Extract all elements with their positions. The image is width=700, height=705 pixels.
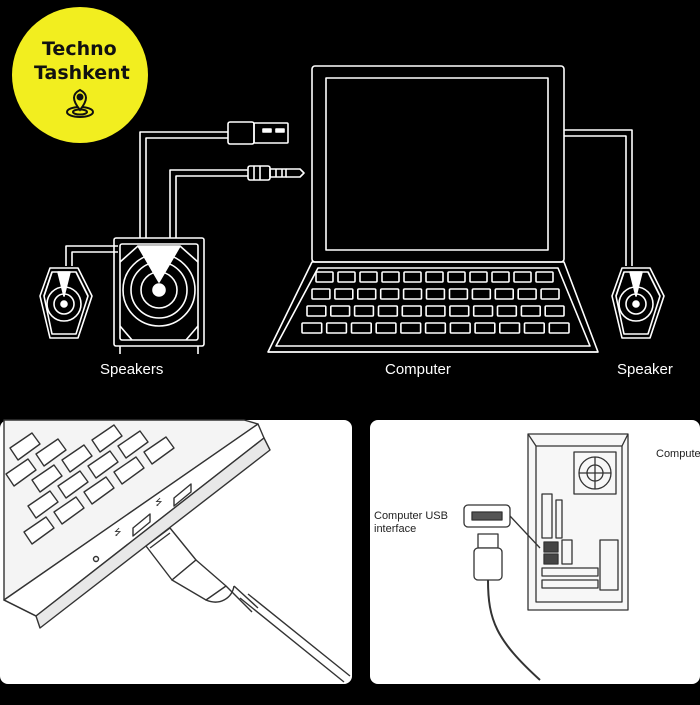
keyboard-key bbox=[424, 322, 447, 334]
subwoofer-speaker-icon bbox=[113, 237, 205, 354]
keyboard-key bbox=[400, 322, 422, 334]
speaker-label: Speaker bbox=[617, 361, 673, 378]
keyboard-key bbox=[425, 305, 446, 317]
keyboard-key bbox=[5, 458, 37, 487]
keyboard-key bbox=[381, 271, 400, 283]
keyboard-key bbox=[359, 271, 378, 283]
small-speaker-right-icon bbox=[611, 267, 665, 339]
small-speaker-left-icon bbox=[39, 267, 93, 339]
speakers-label: Speakers bbox=[100, 361, 164, 378]
keyboard-key bbox=[425, 288, 446, 300]
keyboard-key bbox=[31, 464, 63, 493]
laptop-keyboard-closeup bbox=[5, 424, 175, 545]
keyboard-key bbox=[83, 476, 115, 505]
usb-cable-desktop-icon bbox=[473, 533, 541, 681]
logo-line-1: Techno bbox=[42, 38, 117, 60]
keyboard-key bbox=[61, 444, 93, 473]
keyboard-key bbox=[449, 305, 470, 317]
keyboard-key bbox=[523, 322, 546, 334]
keyboard-key bbox=[375, 322, 397, 334]
keyboard-key bbox=[548, 322, 570, 334]
keyboard-key bbox=[301, 322, 323, 334]
usb-interface-label-line1: Computer USB bbox=[374, 510, 448, 522]
keyboard-key bbox=[143, 436, 175, 465]
keyboard-key bbox=[377, 305, 399, 317]
right-speaker-cable bbox=[564, 129, 633, 266]
keyboard-key bbox=[356, 288, 377, 300]
desktop-usb-panel bbox=[370, 420, 700, 684]
keyboard-key bbox=[353, 305, 375, 317]
keyboard-key bbox=[544, 305, 565, 317]
keyboard-key bbox=[311, 288, 331, 300]
keyboard-key bbox=[469, 271, 488, 283]
keyboard-key bbox=[425, 271, 444, 283]
usb-interface-label-line2: interface bbox=[374, 523, 417, 535]
keyboard-key bbox=[315, 271, 334, 283]
keyboard-key bbox=[496, 305, 518, 317]
laptop-usb-panel: ⭍ ⭍ bbox=[0, 419, 352, 684]
audio-cable bbox=[169, 169, 248, 238]
keyboard-key bbox=[117, 430, 149, 459]
keyboard-key bbox=[334, 288, 354, 300]
keyboard-key bbox=[9, 432, 41, 461]
keyboard-key bbox=[57, 470, 89, 499]
keyboard-key bbox=[535, 271, 554, 283]
keyboard-key bbox=[35, 438, 67, 467]
keyboard-key bbox=[517, 288, 537, 300]
keyboard-key bbox=[337, 271, 356, 283]
brand-logo bbox=[12, 7, 148, 143]
usb-plug-closeup-icon bbox=[145, 527, 351, 683]
keyboard-key bbox=[325, 322, 348, 334]
usb-port-highlight bbox=[463, 504, 541, 549]
keyboard-key bbox=[474, 322, 496, 334]
keyboard-key bbox=[472, 305, 494, 317]
speaker-link-cable bbox=[65, 245, 118, 266]
keyboard-key bbox=[329, 305, 351, 317]
keyboard-key bbox=[471, 288, 492, 300]
desktop-tower-icon bbox=[527, 433, 629, 611]
keyboard-key bbox=[447, 271, 466, 283]
usb-plug-icon bbox=[227, 121, 289, 145]
keyboard-key bbox=[402, 288, 423, 300]
keyboard-key bbox=[53, 496, 85, 525]
keyboard-key bbox=[91, 424, 123, 453]
keyboard-key bbox=[513, 271, 532, 283]
logo-line-2: Tashkent bbox=[34, 62, 130, 84]
keyboard-key bbox=[379, 288, 400, 300]
svg-text:⭍: ⭍ bbox=[114, 527, 122, 538]
keyboard-key bbox=[540, 288, 560, 300]
keyboard-key bbox=[520, 305, 542, 317]
keyboard-key bbox=[494, 288, 514, 300]
audio-jack-icon bbox=[247, 165, 305, 181]
keyboard-key bbox=[491, 271, 510, 283]
keyboard-key bbox=[401, 305, 422, 317]
laptop-keyboard bbox=[301, 271, 570, 334]
usb-cable bbox=[139, 131, 228, 238]
keyboard-key bbox=[498, 322, 521, 334]
keyboard-key bbox=[448, 288, 469, 300]
keyboard-key bbox=[27, 490, 59, 519]
computer-label: Computer bbox=[385, 361, 451, 378]
keyboard-key bbox=[449, 322, 471, 334]
keyboard-key bbox=[403, 271, 422, 283]
keyboard-key bbox=[350, 322, 373, 334]
keyboard-key bbox=[113, 456, 145, 485]
keyboard-key bbox=[87, 450, 119, 479]
map-pin-icon bbox=[66, 88, 94, 118]
laptop-usb-port-icon: ⭍ ⭍ bbox=[92, 483, 192, 563]
laptop-computer-icon bbox=[267, 65, 599, 353]
svg-text:⭍: ⭍ bbox=[155, 497, 163, 508]
keyboard-key bbox=[306, 305, 327, 317]
keyboard-key bbox=[23, 516, 55, 545]
desktop-computer-label: Compute bbox=[656, 448, 700, 460]
